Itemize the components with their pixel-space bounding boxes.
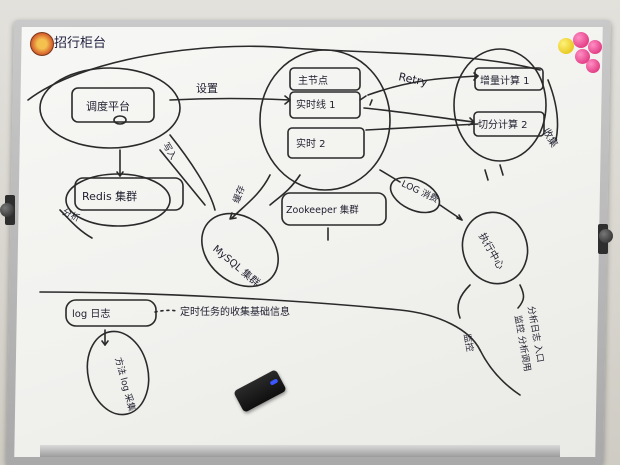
worker-cloud bbox=[453, 48, 547, 162]
brand-logo-icon bbox=[30, 32, 54, 56]
left-knob bbox=[0, 203, 14, 217]
side-label-4: 监控 bbox=[461, 333, 476, 353]
magnet-pink-1 bbox=[573, 32, 589, 48]
executor-label: 执行中心 bbox=[476, 230, 507, 271]
board-heading: 招行柜台 bbox=[54, 36, 107, 51]
host-item-1: 实时线 1 bbox=[296, 98, 336, 111]
retry-label: Retry bbox=[397, 70, 429, 89]
bottom-left-log: log 日志 bbox=[72, 307, 110, 320]
zookeeper-label: Zookeeper 集群 bbox=[286, 204, 359, 216]
host-item-2: 实时 2 bbox=[296, 137, 326, 150]
host-cloud bbox=[259, 49, 391, 191]
side-label-3: 缓存 bbox=[230, 184, 247, 205]
magnet-pink-4 bbox=[586, 59, 600, 73]
bottom-left-method: 方法 log 采集 bbox=[112, 356, 138, 413]
redis-box bbox=[74, 177, 184, 211]
worker-item-1: 增量计算 1 bbox=[480, 74, 530, 87]
host-label: 主节点 bbox=[298, 75, 328, 87]
worker-item-2: 切分计算 2 bbox=[478, 118, 528, 131]
marker-tray bbox=[40, 445, 560, 457]
mysql-label: MySQL 集群 bbox=[210, 242, 262, 289]
magnet-yellow bbox=[558, 38, 574, 54]
side-label-1: 写入 bbox=[160, 141, 179, 162]
mysql-cloud bbox=[201, 212, 279, 288]
dispatch-label: 调度平台 bbox=[86, 99, 130, 113]
zookeeper-box bbox=[281, 192, 387, 226]
right-knob bbox=[599, 229, 613, 243]
bottom-middle-note: 定时任务的收集基础信息 bbox=[180, 305, 290, 318]
magnet-pink-2 bbox=[588, 40, 602, 54]
magnet-pink-3 bbox=[575, 49, 590, 64]
redis-label: Redis 集群 bbox=[82, 189, 137, 203]
dispatch-box bbox=[71, 87, 155, 123]
setup-label: 设置 bbox=[196, 82, 218, 95]
dispatch-cloud bbox=[39, 67, 181, 149]
